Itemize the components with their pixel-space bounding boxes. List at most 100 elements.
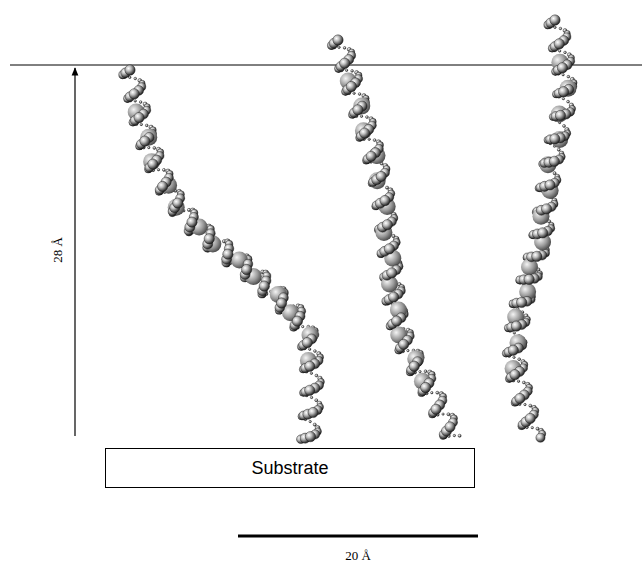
backbone-atom [557,63,567,73]
substrate-label: Substrate [251,458,328,479]
backbone-atom [351,70,354,73]
backbone-atom [531,426,533,428]
helix [119,65,325,444]
backbone-atom [557,148,560,151]
backbone-atom [524,274,534,284]
backbone-atom [516,297,526,307]
backbone-atom [436,391,439,394]
backbone-atom [510,369,520,379]
backbone-atom [384,244,394,254]
backbone-atom [513,356,515,358]
backbone-atom [368,138,370,140]
backbone-atom [129,89,139,99]
backbone-atom [558,87,568,97]
backbone-atom [223,249,233,259]
backbone-atom [314,350,317,353]
backbone-atom [563,125,566,128]
backbone-atom [338,46,341,49]
backbone-atom [562,97,564,99]
scale-bar [238,535,478,538]
backbone-atom [536,427,539,430]
side-chain-sphere [551,106,568,123]
backbone-atom [513,332,515,334]
backbone-atom [204,234,214,244]
backbone-atom [360,115,362,117]
backbone-atom [145,124,148,127]
backbone-atom [517,380,519,382]
backbone-atom [157,181,167,191]
backbone-atom [387,268,397,278]
backbone-atom [567,100,570,103]
backbone-atom [518,358,521,361]
backbone-atom [125,65,135,75]
side-chain-sphere [353,97,370,114]
backbone-atom [308,407,318,417]
backbone-atom [148,159,158,169]
backbone-atom [541,204,551,214]
backbone-atom [562,74,564,76]
backbone-atom [366,151,376,161]
backbone-atom [346,81,356,91]
backbone-atom [524,403,526,405]
backbone-atom [398,339,408,349]
backbone-atom [391,316,401,326]
backbone-atom [445,422,455,432]
backbone-atom [187,217,197,227]
top-reference-line [10,65,642,66]
backbone-atom [153,147,156,150]
backbone-atom [302,325,304,327]
backbone-atom [139,101,142,104]
backbone-atom [545,180,555,190]
backbone-atom [409,361,419,371]
backbone-atom [420,382,430,392]
backbone-atom [550,134,560,144]
side-chain-sphere [168,199,185,216]
scale-dimension: 20 Å [343,548,373,564]
backbone-atom [522,381,525,384]
backbone-atom [358,93,361,96]
backbone-atom [424,370,427,373]
backbone-atom [538,228,548,238]
helices [119,15,577,444]
backbone-atom [549,156,559,166]
backbone-atom [431,391,433,393]
backbone-atom [529,404,532,407]
backbone-atom [345,69,347,71]
backbone-atom [305,361,315,371]
backbone-atom [305,385,315,395]
backbone-atom [140,136,150,146]
substrate-box: Substrate [105,448,475,488]
backbone-atom [564,51,567,54]
backbone-atom [525,413,535,423]
backbone-atom [447,413,450,416]
backbone-atom [134,112,144,122]
backbone-atom [407,349,409,351]
backbone-atom [302,337,312,347]
backbone-atom [241,264,251,274]
backbone-atom [292,316,302,326]
backbone-atom [173,198,183,208]
backbone-atom [532,251,542,261]
backbone-atom [315,374,318,377]
backbone-atom [148,146,150,148]
backbone-atom [380,195,390,205]
backbone-atom [359,128,369,138]
backbone-atom [431,404,441,414]
backbone-atom [366,116,369,119]
backbone-atom [550,15,560,25]
backbone-atom [134,77,137,80]
helix [502,15,577,442]
backbone-atom [536,433,545,442]
backbone-atom [134,100,136,102]
height-dimension: 28 Å [50,235,66,265]
backbone-atom [508,345,518,355]
backbone-atom [333,35,343,45]
backbone-atom [385,186,388,189]
helix [327,35,461,440]
backbone-atom [515,393,525,403]
backbone-atom [315,399,318,402]
backbone-atom [353,92,355,94]
backbone-atom [554,39,564,49]
height-arrow [74,68,75,436]
backbone-atom [310,396,312,398]
